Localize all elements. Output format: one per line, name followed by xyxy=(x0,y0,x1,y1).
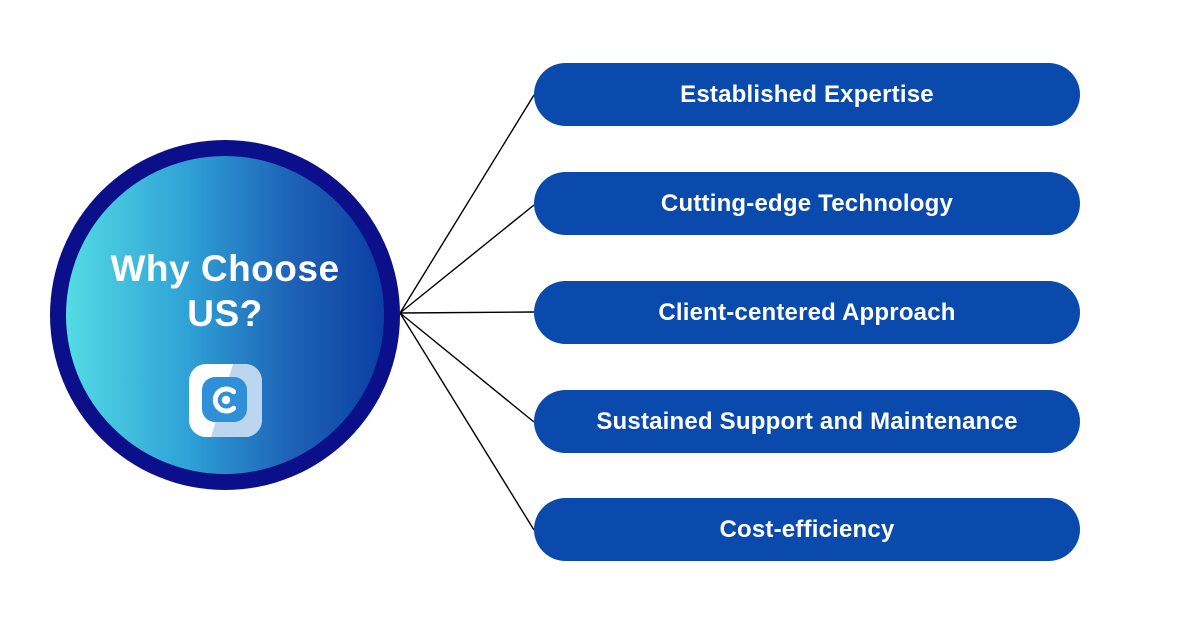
connector-line-4 xyxy=(399,312,535,423)
connector-line-5 xyxy=(399,312,535,531)
reason-label: Cost-efficiency xyxy=(719,515,895,543)
connector-line-1 xyxy=(399,94,535,314)
reason-cutting-edge-technology: Cutting-edge Technology xyxy=(534,172,1080,235)
reason-label: Sustained Support and Maintenance xyxy=(596,407,1018,435)
reason-sustained-support: Sustained Support and Maintenance xyxy=(534,390,1080,453)
reason-label: Cutting-edge Technology xyxy=(660,189,954,217)
reason-label: Client-centered Approach xyxy=(658,298,956,326)
reason-label: Established Expertise xyxy=(680,80,934,108)
reason-client-centered-approach: Client-centered Approach xyxy=(534,281,1080,344)
brand-logo-icon xyxy=(189,364,262,437)
hub-title: Why Choose US? xyxy=(70,246,380,336)
connector-line-2 xyxy=(399,204,535,314)
hub-title-line-2: US? xyxy=(187,293,263,334)
reason-cost-efficiency: Cost-efficiency xyxy=(534,498,1080,561)
hub-title-line-1: Why Choose xyxy=(110,248,340,289)
connector-line-3 xyxy=(399,311,535,314)
reason-established-expertise: Established Expertise xyxy=(534,63,1080,126)
